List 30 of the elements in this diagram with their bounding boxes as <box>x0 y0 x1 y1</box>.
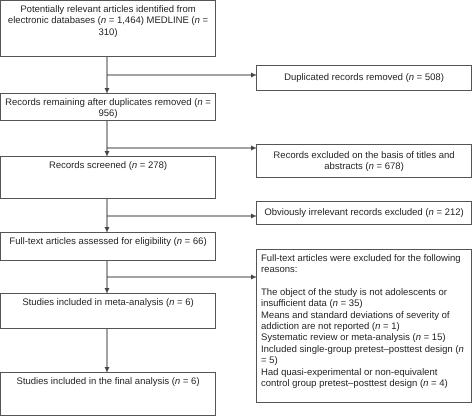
exclusion-box <box>256 201 472 225</box>
box-text: Systematic review or meta-analysis (n = 15) <box>261 332 447 344</box>
box-text: Had quasi-experimental or non-equivalent control group pretest–posttest design (n = 4) <box>261 366 449 390</box>
box-text: Records remaining after duplicates removed (n = 956) <box>5 97 211 120</box>
exclusion-box <box>256 65 472 91</box>
box-text: Included single-group pretest–posttest design (n = 5) <box>261 344 465 367</box>
process-box <box>0 93 216 121</box>
box-text: Studies included in meta-analysis (n = 6) <box>21 297 195 308</box>
process-box <box>0 156 216 199</box>
arrow <box>104 328 110 372</box>
box-text: Studies included in the final analysis (n = 6) <box>15 376 200 388</box>
box-text: Potentially relevant articles identified from electronic databases (n = 1,464) MEDLINE (n = 310) <box>6 4 210 38</box>
box-text: The object of the study is not adolescents or insufficient data (n = 35) <box>261 286 448 310</box>
exclusion-box <box>256 144 472 178</box>
box-text: Records excluded on the basis of titles and abstracts (n = 678) <box>272 150 456 172</box>
process-box <box>0 0 216 57</box>
box-text: Full-text articles assessed for eligibility (n = 66) <box>8 236 208 248</box>
process-box <box>0 372 216 416</box>
arrow <box>106 56 256 78</box>
box-text: Means and standard deviations of severity of addiction are not reported (n = 1) <box>261 310 451 332</box>
box-text: Records screened (n = 278) <box>48 160 168 172</box>
process-box <box>0 293 216 329</box>
process-box <box>0 232 216 261</box>
box-heading: Full-text articles were excluded for the following reasons: <box>261 253 462 276</box>
exclusion-box <box>256 249 472 403</box>
arrow <box>106 120 256 150</box>
arrow <box>106 260 256 280</box>
box-text: Obviously irrelevant records excluded (n = 212) <box>263 207 465 219</box>
box-text: Duplicated records removed (n = 508) <box>283 72 445 84</box>
arrow <box>106 198 256 218</box>
